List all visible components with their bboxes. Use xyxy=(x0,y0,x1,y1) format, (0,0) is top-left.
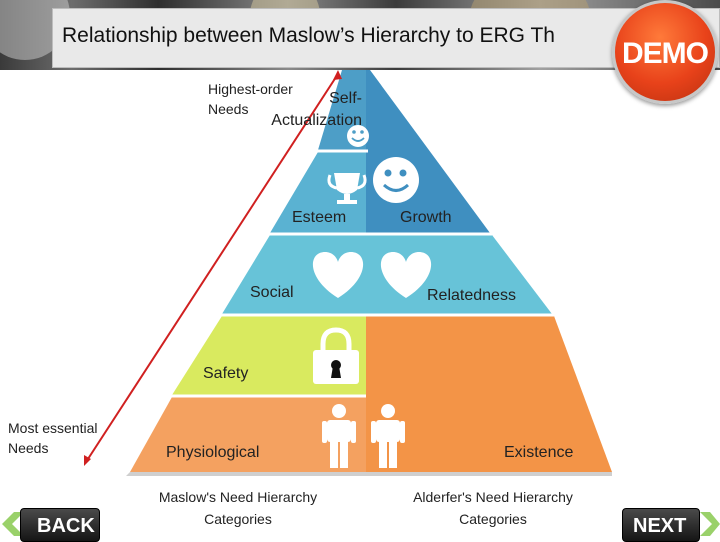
label-esteem: Esteem xyxy=(292,209,347,226)
next-button[interactable]: NEXT xyxy=(622,508,700,542)
label-social: Social xyxy=(250,284,294,301)
label-growth: Growth xyxy=(400,209,452,226)
lock-icon xyxy=(313,327,359,384)
person-icon xyxy=(371,404,405,468)
page-title: Relationship between Maslow’s Hierarchy … xyxy=(62,24,555,47)
tier-physiological xyxy=(130,397,366,472)
trophy-icon xyxy=(327,173,367,204)
person-icon xyxy=(322,404,356,468)
chevron-left-icon xyxy=(2,512,24,536)
chevron-right-icon xyxy=(700,512,720,536)
annotation-highest-order: Highest-order Needs xyxy=(208,81,293,117)
title-bar xyxy=(52,8,720,68)
hierarchy-arrow xyxy=(85,73,339,463)
label-safety: Safety xyxy=(203,365,249,382)
annotation-most-essential: Most essential Needs xyxy=(8,420,98,456)
heart-icon xyxy=(312,252,364,298)
next-button-label: NEXT xyxy=(633,515,687,537)
label-existence: Existence xyxy=(504,444,574,461)
demo-badge: DEMO xyxy=(612,0,718,104)
caption-maslow: Maslow's Need Hierarchy Categories xyxy=(158,489,318,527)
heart-icon xyxy=(380,252,432,298)
caption-alderfer: Alderfer's Need Hierarchy Categories xyxy=(413,489,573,527)
label-relatedness: Relatedness xyxy=(427,287,516,304)
label-self-actualization: Self- Actualization xyxy=(271,90,362,129)
back-button-label: BACK xyxy=(37,515,95,537)
tier-existence xyxy=(366,316,612,472)
label-physiological: Physiological xyxy=(166,444,260,461)
demo-badge-text: DEMO xyxy=(622,37,709,70)
smiley-icon xyxy=(347,125,369,147)
tier-esteem xyxy=(270,152,366,233)
smiley-icon xyxy=(373,157,419,203)
back-button[interactable]: BACK xyxy=(20,508,100,542)
